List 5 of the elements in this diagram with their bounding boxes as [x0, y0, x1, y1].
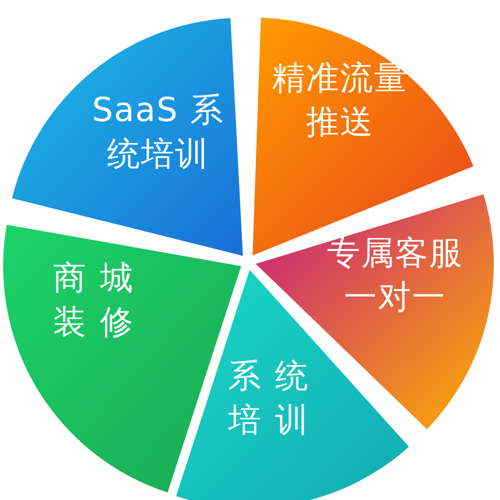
slice-label: SaaS 系统培训: [91, 89, 225, 175]
slice-label: 专属客服一对一: [326, 232, 464, 318]
slice-label: 精准流量推送: [271, 57, 409, 143]
slice-label: 系统培训: [227, 355, 323, 441]
slice-label: 商城装修: [52, 257, 148, 343]
